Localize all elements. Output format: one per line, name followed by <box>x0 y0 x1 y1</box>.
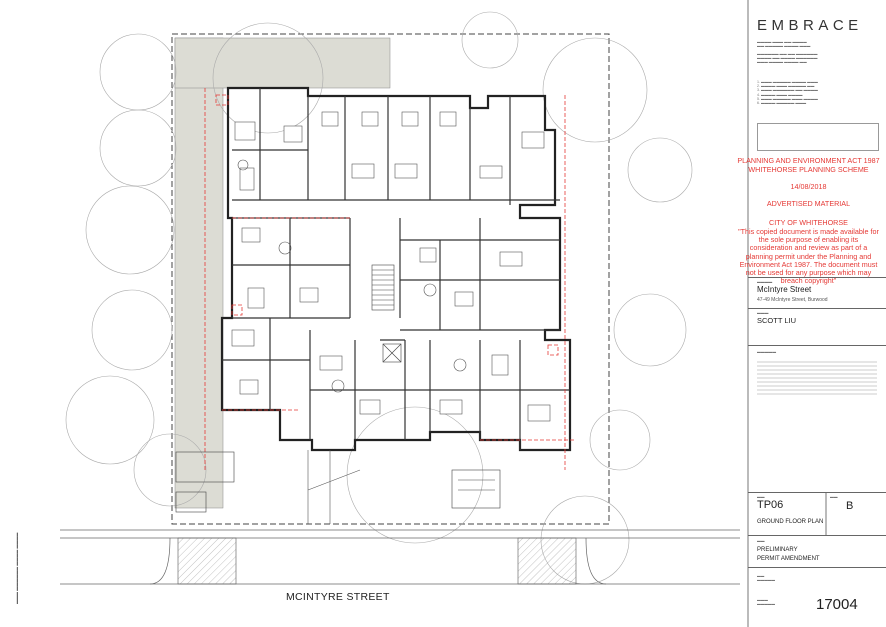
internal-walls <box>222 88 570 450</box>
project-address: 47-49 McIntyre Street, Burwood <box>757 297 828 303</box>
notice-city: CITY OF WHITEHORSE <box>769 218 848 227</box>
drawing-notes: 1. ▬▬▬ ▬▬▬▬▬ ▬▬▬▬ ▬▬▬2. ▬▬▬▬ ▬▬▬ ▬▬▬▬▬ ▬… <box>757 80 818 106</box>
notice-act: PLANNING AND ENVIRONMENT ACT 1987 <box>737 156 880 165</box>
divider <box>748 567 886 568</box>
setback-west <box>174 37 224 509</box>
copyright-note: ▬▬▬▬▬▬ ▬▬ ▬▬ ▬▬▬▬▬▬▬▬▬▬ ▬▬ ▬▬▬▬ ▬▬▬▬▬▬▬▬… <box>757 52 818 65</box>
revisions-label: ▬▬▬▬▬ <box>757 350 776 354</box>
project-label: ▬▬▬▬ <box>757 280 773 284</box>
notice-statement: "This copied document is made available … <box>738 227 879 286</box>
margin-file-path: ▬▬▬ ▬▬▬▬▬▬ ▬▬▬▬ ▬▬▬▬ <box>14 532 19 604</box>
street-name-label: MCINTYRE STREET <box>286 591 390 603</box>
furniture <box>231 111 551 422</box>
scale-info: ▬▬▬▬▬▬▬ <box>757 574 775 583</box>
status-line-2: PERMIT AMENDMENT <box>757 556 820 562</box>
building-walls <box>220 86 572 452</box>
project-name: McIntyre Street <box>757 285 812 294</box>
divider <box>748 308 886 309</box>
divider <box>748 277 886 278</box>
date-info: ▬▬▬▬▬▬▬▬ <box>757 598 775 607</box>
setback-north <box>174 37 391 89</box>
stair-core <box>371 264 402 363</box>
drawing-no-label: ▬▬ <box>757 495 765 499</box>
red-dashed-lines <box>204 88 575 470</box>
drawing-revision: B <box>846 500 854 512</box>
trees <box>65 11 693 585</box>
street-kerb <box>60 529 740 585</box>
client-label: ▬▬▬ <box>757 311 769 315</box>
driveway-hatching <box>177 537 577 585</box>
company-details: ▬▬▬▬ ▬▬▬ ▬▬ ▬▬▬▬▬▬ ▬▬▬▬▬ ▬▬▬▬ ▬▬▬ <box>757 40 811 49</box>
status-line-1: PRELIMINARY <box>757 547 798 553</box>
divider <box>748 535 886 536</box>
status-label: ▬▬ <box>757 539 765 543</box>
client-name: SCOTT LIU <box>757 316 797 325</box>
notice-date: 14/08/2018 <box>790 182 827 191</box>
divider <box>748 345 886 346</box>
revision-label: ▬▬ <box>830 495 838 499</box>
site-boundary <box>171 33 610 525</box>
divider <box>748 492 886 493</box>
notice-advertised: ADVERTISED MATERIAL <box>766 199 851 208</box>
note-box <box>757 123 879 151</box>
company-logo: EMBRACE <box>757 17 863 34</box>
entry-path <box>307 450 361 524</box>
drawing-title: GROUND FLOOR PLAN <box>757 519 824 525</box>
drawing-number: TP06 <box>757 499 784 511</box>
job-number: 17004 <box>816 596 858 613</box>
notice-scheme: WHITEHORSE PLANNING SCHEME <box>748 165 869 174</box>
